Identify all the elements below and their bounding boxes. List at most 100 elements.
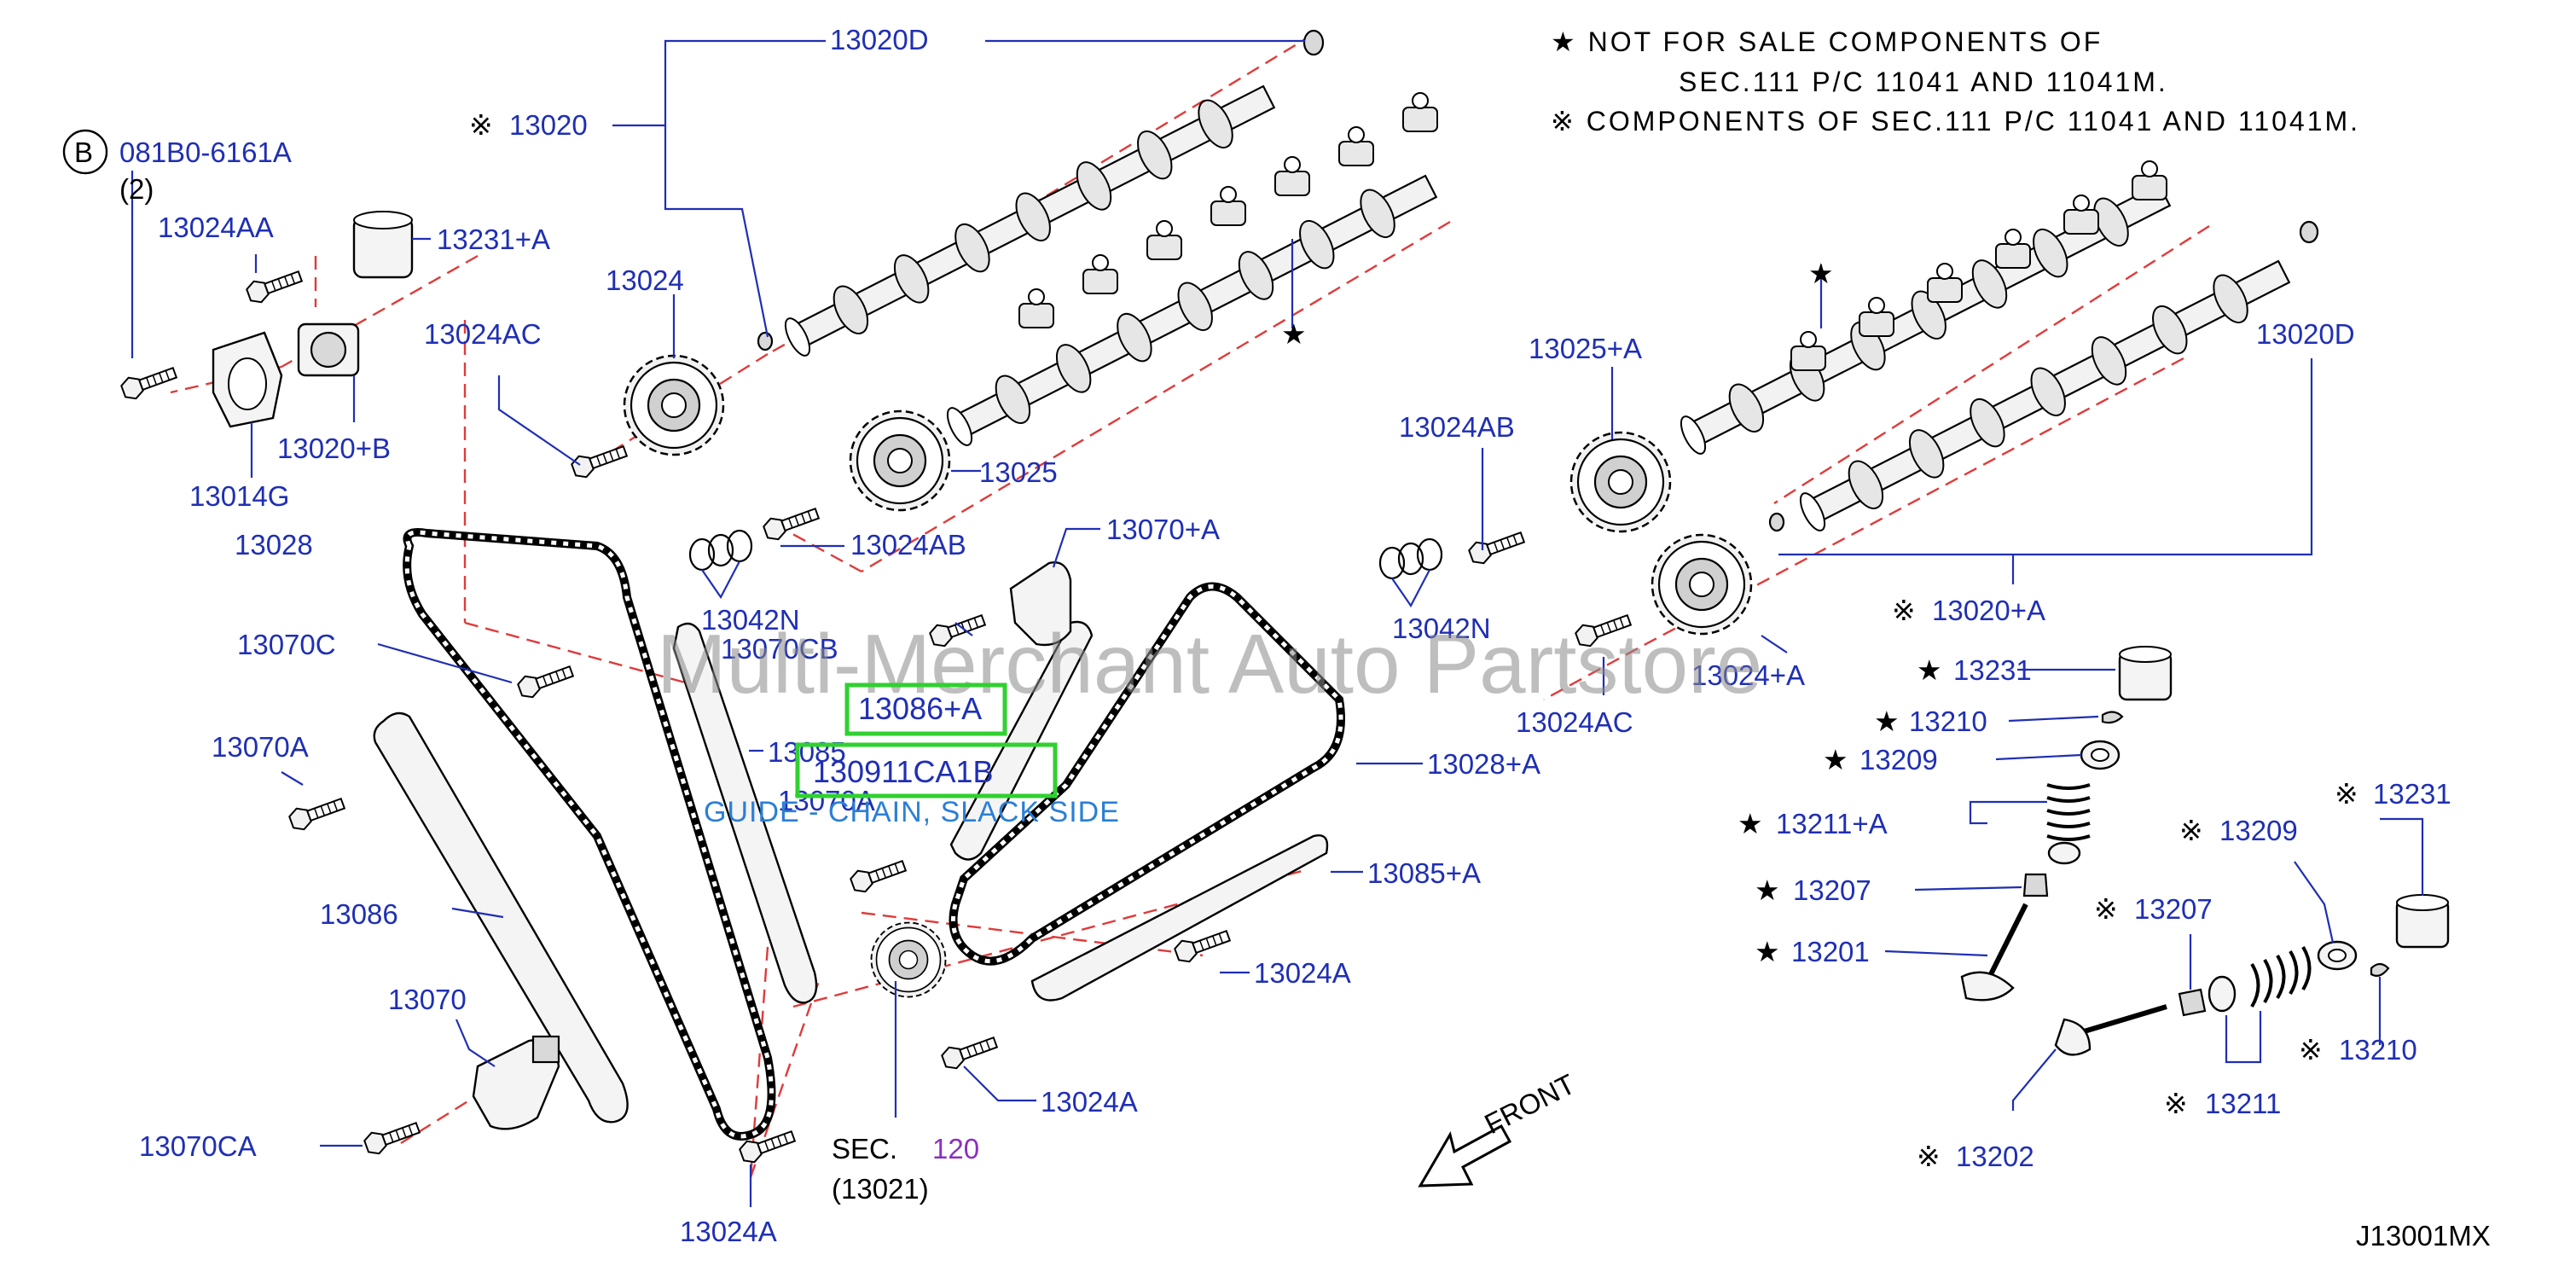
label-quantity: (2) [119,173,154,205]
valve-spring-13211-plus-a-star [2046,783,2091,865]
label-13070c[interactable]: 13070C [237,629,336,660]
label-13211-plus-a[interactable]: 13211+A [1776,808,1888,839]
label-13014g[interactable]: 13014G [189,480,289,512]
o-rings-13042n-left [688,529,753,572]
label-13024[interactable]: 13024 [606,264,684,296]
label-13024ab-mid[interactable]: 13024AB [850,529,966,560]
label-13231[interactable]: 13231 [1953,654,2032,686]
label-13209-ref[interactable]: 13209 [2219,815,2298,846]
label-13042n-right[interactable]: 13042N [1392,613,1491,644]
label-13070a-left[interactable]: 13070A [212,731,309,763]
callout-badge-letter: B [74,136,93,168]
label-13085-plus-a[interactable]: 13085+A [1367,857,1481,889]
label-13024ac-right[interactable]: 13024AC [1516,706,1633,738]
label-13201[interactable]: 13201 [1791,936,1870,967]
highlight-part-description: GUIDE - CHAIN, SLACK SIDE [704,796,1120,828]
valve-seal-13207-star [2022,873,2049,897]
label-13024ab-right[interactable]: 13024AB [1399,411,1515,443]
valve-13201-star [1960,903,2028,1002]
label-13025-plus-a[interactable]: 13025+A [1529,333,1642,364]
label-13024a-mid[interactable]: 13024A [1254,957,1351,989]
cotter-13210-ref [2370,962,2390,977]
label-13207-ref[interactable]: 13207 [2134,893,2213,925]
highlight-box-13086-plus-a [844,682,1007,736]
highlight-box-130911ca1b [795,742,1058,799]
label-081b0-6161a[interactable]: 081B0-6161A [119,136,292,168]
label-13028[interactable]: 13028 [235,529,313,560]
label-13086[interactable]: 13086 [320,898,398,930]
label-13070cb[interactable]: 13070CB [721,633,838,665]
plunger-13231-plus-a [352,211,414,279]
sprocket-13025 [849,409,951,512]
highlight-part-number[interactable]: 130911CA1B [813,754,994,789]
valve-seal-13207-ref [2178,988,2207,1017]
label-13024a-low[interactable]: 13024A [1041,1086,1138,1118]
label-13025[interactable]: 13025 [979,456,1058,488]
tensioner-13070-plus-a [1009,561,1072,647]
section-prefix: SEC. [832,1133,897,1164]
ref-symbol-13020a: ※ [1892,595,1916,626]
label-13020[interactable]: 13020 [509,109,588,141]
label-13207[interactable]: 13207 [1793,874,1871,906]
retainer-13209-star [2080,740,2121,770]
label-13070-plus-a-right[interactable]: 13070+A [1106,514,1220,545]
timing-chain-13028 [403,528,776,1141]
tensioner-13020-plus-b [297,322,360,377]
valve-lifter-13231-star [2118,646,2173,701]
retainer-13209-ref [2317,940,2358,971]
ref-symbol-13210: ※ [2299,1034,2323,1066]
label-13070ca[interactable]: 13070CA [139,1130,257,1162]
sprocket-13025-plus-a [1569,431,1672,533]
front-direction-arrow [1418,1124,1512,1188]
callout-badge-circle [62,129,108,175]
cotter-13210-star [2101,711,2124,724]
label-13020d-top[interactable]: 13020D [830,24,929,55]
ref-symbol-13231: ※ [2335,778,2358,810]
label-13024ac-left[interactable]: 13024AC [424,318,542,350]
camshaft-right-exhaust [1792,247,2297,540]
bolt-callout[interactable]: B 081B0-6161A (2) [62,129,292,205]
section-number-link[interactable]: 120 [932,1133,979,1164]
note-star-line-1: ★ NOT FOR SALE COMPONENTS OF [1551,26,2103,57]
valve-spring-13211-ref [2208,945,2312,1013]
label-13211-ref[interactable]: 13211 [2205,1088,2281,1119]
label-13020-plus-a[interactable]: 13020+A [1932,595,2045,626]
label-13024-plus-a[interactable]: 13024+A [1691,659,1805,691]
star-symbol-13207: ★ [1755,874,1780,906]
timing-chain-13028-plus-a [949,582,1345,966]
star-symbol-right-bank: ★ [1808,258,1834,289]
section-reference[interactable]: SEC. 120 (13021) [832,1133,979,1205]
label-13231-plus-a[interactable]: 13231+A [437,224,550,255]
label-13210-ref[interactable]: 13210 [2339,1034,2417,1066]
valve-13202-ref [2054,1004,2167,1056]
part-highlight-overlay[interactable]: 13086+A 130911CA1B GUIDE - CHAIN, SLACK … [704,682,1120,828]
leader-lines [131,39,2424,1207]
label-13028-plus-a[interactable]: 13028+A [1427,748,1540,780]
note-ref-line: ※ COMPONENTS OF SEC.111 P/C 11041 AND 11… [1551,106,2360,136]
cam-end-plug-small [757,331,774,351]
label-13085[interactable]: 13085 [768,736,846,768]
label-13231-ref[interactable]: 13231 [2373,778,2451,810]
label-13024a-bottom[interactable]: 13024A [680,1216,777,1247]
highlight-part-13086-plus-a[interactable]: 13086+A [858,691,982,726]
label-13070a-mid[interactable]: 13070A [778,785,875,816]
label-13209[interactable]: 13209 [1859,744,1938,775]
label-13024aa[interactable]: 13024AA [158,212,274,243]
star-symbol-left-bank: ★ [1281,318,1307,350]
label-13070[interactable]: 13070 [388,984,467,1015]
label-13202-ref[interactable]: 13202 [1956,1141,2034,1172]
label-13020d-right[interactable]: 13020D [2256,318,2355,350]
ref-symbol-13207: ※ [2094,893,2118,925]
ref-symbol-13209: ※ [2179,815,2203,846]
crank-sprocket-13021 [870,921,947,998]
sprocket-13024 [623,354,725,456]
ref-symbol-13020: ※ [469,109,493,141]
chain-guide-13086-plus-a [949,620,1094,861]
tensioner-13070 [472,1035,560,1130]
label-13020-plus-b[interactable]: 13020+B [277,433,391,464]
label-13042n-left[interactable]: 13042N [701,604,800,636]
o-rings-13042n-right [1378,537,1443,580]
label-13210[interactable]: 13210 [1909,706,1987,737]
